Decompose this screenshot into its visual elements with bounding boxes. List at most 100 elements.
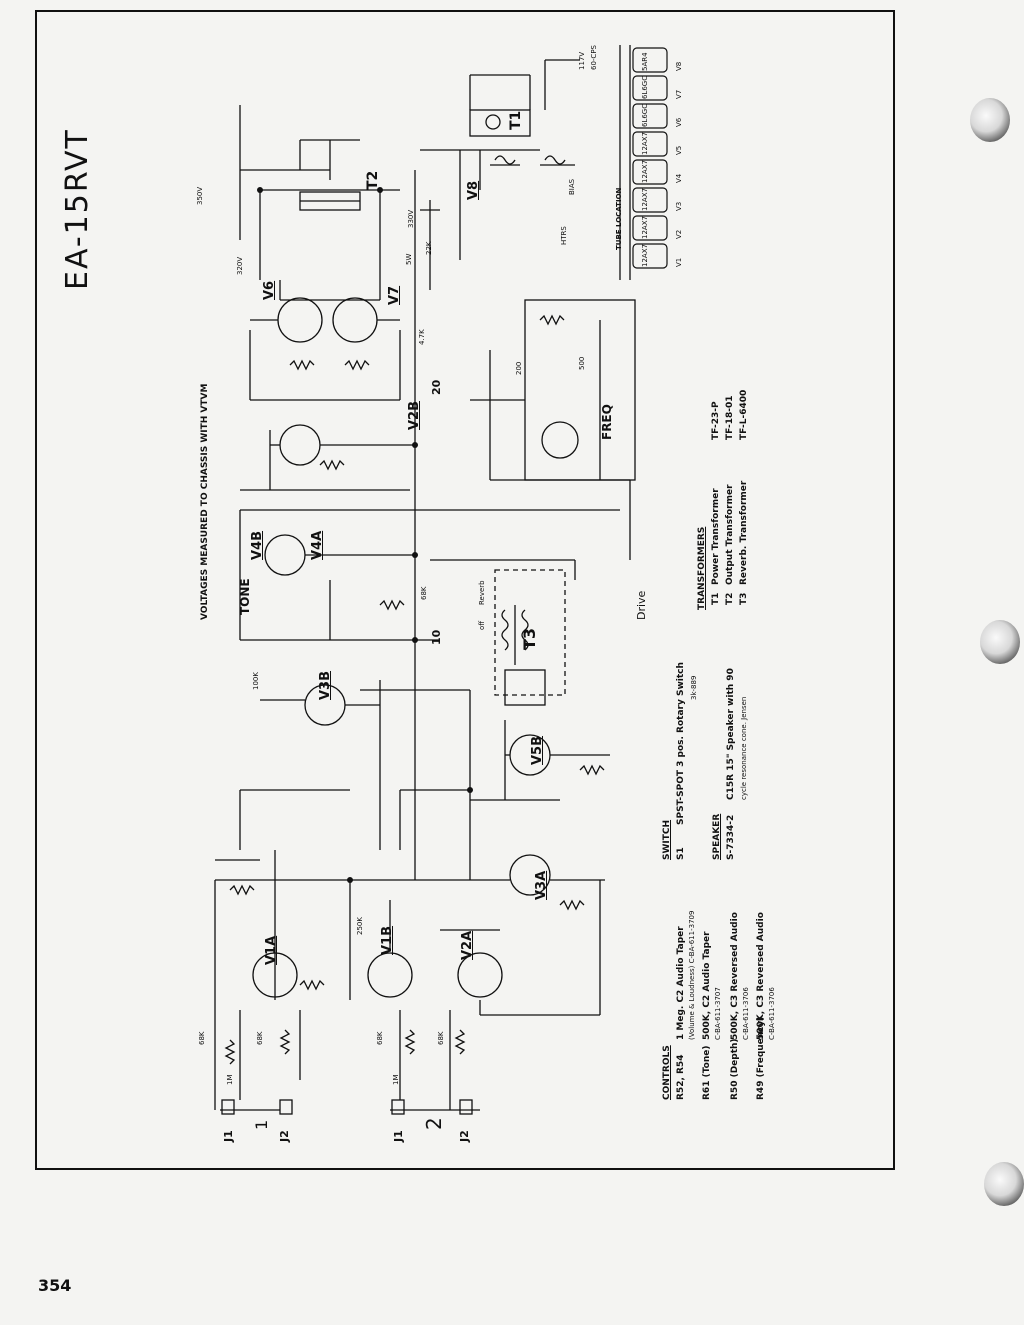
freq-label: FREQ (600, 404, 614, 440)
tube-location-heading: TUBE LOCATION (615, 187, 623, 250)
reverb-label: Reverb (478, 580, 486, 605)
switch-desc: SPST-SPOT 3 pos. Rotary Switch (676, 662, 686, 825)
value-label: 68K (256, 1031, 264, 1046)
value-label: 330V (407, 209, 415, 228)
tube-position: V8 (675, 61, 683, 71)
value-label: 320V (236, 256, 244, 275)
tube-label-v1b: V1B (380, 925, 395, 955)
drive-label: Drive (635, 590, 648, 620)
value-label: 117V (578, 51, 586, 70)
schematic-border (35, 10, 895, 1170)
control-desc: 500K, C2 Audio Taper (702, 931, 712, 1040)
transformer-ref-t1: T1 (508, 110, 524, 130)
value-label: 68K (420, 586, 428, 601)
tube-label-v6: V6 (262, 280, 277, 300)
channel-1-label: 1 (252, 1119, 271, 1130)
switch-ref: S1 (676, 847, 686, 860)
page-title: EA-15RVT (60, 128, 95, 290)
control-desc: 500K, C3 Reversed Audio (756, 912, 766, 1040)
tube-label-v1a: V1A (264, 935, 279, 965)
tube-type: 12AX7 (641, 160, 649, 183)
tube-label-v8: V8 (466, 180, 481, 200)
value-label: 350V (196, 186, 204, 205)
value-label: 10 (430, 629, 443, 645)
transformer-ref: T2 (725, 592, 735, 605)
transformer-ref-t2: T2 (365, 170, 381, 190)
tube-type: 6L6GC (641, 75, 649, 99)
value-label: 4.7K (418, 329, 426, 345)
value-label: 5W (405, 253, 413, 265)
binder-hole (984, 1162, 1024, 1206)
tube-label-v2a: V2A (460, 930, 475, 960)
value-label: 22K (425, 241, 433, 256)
voltage-note: VOLTAGES MEASURED TO CHASSIS WITH VTVM (200, 383, 210, 620)
tube-label-v5b: V5B (530, 735, 545, 765)
speaker-detail: cycle resonance cone. Jensen (740, 696, 748, 800)
binder-hole (980, 620, 1020, 664)
value-label: 1M (392, 1074, 400, 1086)
tube-label-v7: V7 (387, 285, 402, 305)
jack-label-j1-ch1: J1 (222, 1130, 235, 1142)
tube-label-v4b: V4B (250, 530, 265, 560)
value-label: 68K (437, 1031, 445, 1046)
jack-label-j2-ch2: J2 (458, 1130, 471, 1142)
control-part: C-BA-611-3707 (714, 987, 722, 1040)
tube-position: V1 (675, 257, 683, 267)
value-label: 20 (430, 379, 443, 395)
channel-2-label: 2 (422, 1117, 446, 1130)
control-part: C-BA-611-3706 (768, 987, 776, 1040)
control-ref: R50 (Depth) (730, 1038, 740, 1100)
tube-label-v3b: V3B (318, 670, 333, 700)
controls-heading: CONTROLS (662, 1045, 672, 1100)
tube-type: 12AX7 (641, 216, 649, 239)
switch-part: 3k-889 (690, 675, 698, 700)
tube-position: V7 (675, 89, 683, 99)
control-desc: 500K, C3 Reversed Audio (730, 912, 740, 1040)
value-label: 100K (252, 672, 260, 690)
value-label: 68K (198, 1031, 206, 1046)
transformer-desc: Reverb. Transformer (739, 480, 749, 585)
tube-type: 6L6GC (641, 103, 649, 127)
speaker-ref: S-7334-2 (726, 814, 736, 860)
tube-position: V5 (675, 145, 683, 155)
value-label: 250K (356, 917, 364, 935)
tube-position: V2 (675, 229, 683, 239)
transformer-part: TF-18-01 (725, 395, 735, 440)
transformer-desc: Output Transformer (725, 484, 735, 585)
tube-label-v4a: V4A (310, 530, 325, 560)
transformer-part: TF-L-6400 (739, 389, 749, 440)
speaker-heading: SPEAKER (712, 813, 722, 860)
speaker-desc: C15R 15" Speaker with 90 (726, 668, 736, 800)
off-label: off (478, 620, 486, 630)
transformer-desc: Power Transformer (711, 488, 721, 585)
transformer-ref-t3: T3 (520, 627, 539, 650)
tone-label: TONE (238, 578, 252, 615)
value-label: 200 (515, 361, 523, 375)
transformer-ref: T1 (711, 592, 721, 605)
value-label: 1M (226, 1074, 234, 1086)
heaters-label: HTRS (560, 226, 568, 245)
tube-position: V3 (675, 201, 683, 211)
control-desc: 1 Meg. C2 Audio Taper (676, 926, 686, 1040)
page-number: 354 (38, 1276, 72, 1295)
tube-type: 12AX7 (641, 188, 649, 211)
transformer-part: TF-23-P (711, 401, 721, 440)
control-ref: R61 (Tone) (702, 1045, 712, 1100)
bias-label: BIAS (568, 178, 576, 195)
control-part: (Volume & Loudness) C-BA-611-3709 (688, 910, 696, 1040)
transformer-ref: T3 (739, 592, 749, 605)
tube-label-v3a: V3A (534, 870, 549, 900)
tube-type: 12AX7 (641, 132, 649, 155)
tube-position: V6 (675, 117, 683, 127)
value-label: 60-CPS (590, 45, 598, 70)
value-label: 68K (376, 1031, 384, 1046)
tube-position: V4 (675, 173, 683, 183)
transformers-heading: TRANSFORMERS (697, 526, 707, 610)
switch-heading: SWITCH (662, 819, 672, 860)
binder-hole (970, 98, 1010, 142)
control-part: C-BA-611-3706 (742, 987, 750, 1040)
tube-type: 12AX7 (641, 244, 649, 267)
value-label: 500 (578, 356, 586, 370)
